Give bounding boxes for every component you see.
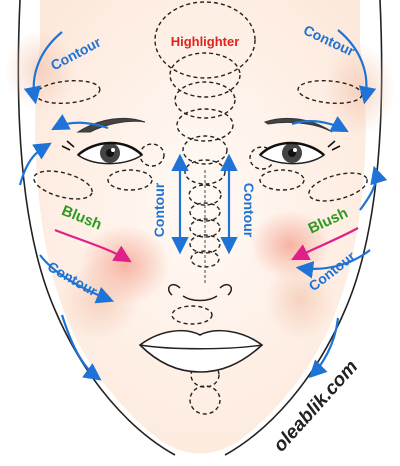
curved-arrow-icon: [295, 249, 371, 279]
curved-arrow-icon: [39, 254, 115, 304]
lips: [138, 329, 264, 373]
contour-label-nose-right: Contour: [241, 183, 257, 238]
highlighter-label: Highlighter: [171, 34, 240, 49]
chin-zone: [190, 362, 220, 388]
jaw-shade-right: [265, 260, 335, 340]
contour-arrows: [18, 29, 388, 381]
highlighter-zone: [169, 52, 241, 98]
cheek-zone-left: [107, 169, 153, 191]
upper-lip-zone: [171, 305, 213, 325]
highlighter-zone: [182, 135, 228, 165]
curved-arrow-icon: [51, 114, 109, 131]
blush-arrow-icon: [54, 228, 132, 263]
nose-bridge-zone: [189, 218, 221, 238]
curved-arrow-icon: [359, 165, 388, 211]
nose-contour-arrows: [171, 153, 238, 255]
temple-shade-left: [5, 30, 75, 110]
curved-arrow-icon: [291, 116, 349, 133]
highlighter-forehead-zone: [154, 1, 256, 79]
curved-arrow-icon: [18, 142, 52, 186]
blush-arrow-icon: [291, 227, 359, 260]
curved-arrow-icon: [308, 317, 340, 379]
curved-arrow-icon: [337, 29, 377, 105]
eye-right: [258, 140, 341, 165]
nose-bridge-zone: [188, 184, 222, 206]
chin-zone: [189, 385, 221, 415]
curved-arrow-icon: [60, 314, 102, 381]
nose: [168, 170, 232, 302]
cheek-zone-right: [259, 169, 305, 191]
contour-label-nose-left: Contour: [151, 182, 167, 237]
curved-arrow-icon: [23, 31, 63, 105]
blush-arrows: [54, 227, 359, 263]
eye-left: [61, 140, 144, 165]
highlighter-zone: [176, 108, 234, 142]
highlighter-zone: [174, 81, 236, 119]
highlighter-zone: [184, 159, 226, 185]
cheekbone-zone-right: [308, 172, 368, 202]
cheekbone-zone-left: [33, 170, 93, 200]
face-outline: [35, 0, 366, 454]
